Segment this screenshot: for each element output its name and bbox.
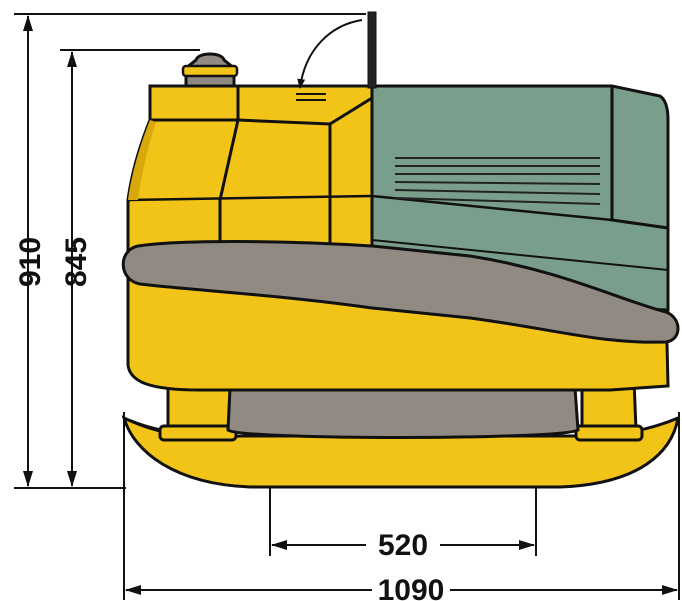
- engine-cover-line: [371, 194, 613, 222]
- dim-1090-label: 1090: [378, 574, 445, 601]
- fuel-cap-base: [181, 64, 239, 78]
- dim-845-label: 845: [60, 237, 93, 287]
- right-foot-pad: [574, 424, 644, 442]
- engine-cover-lower-line: [371, 239, 669, 271]
- upper-body-seam-5: [127, 194, 373, 202]
- lever-swing-arc: [297, 19, 363, 89]
- rubber-guard: [121, 240, 680, 344]
- lever-marks: [296, 93, 326, 101]
- upper-body-seam-2: [218, 119, 240, 255]
- dim-520-label: 520: [378, 529, 428, 562]
- control-lever: [367, 11, 377, 89]
- upper-body-front-shadow: [128, 120, 156, 200]
- upper-body: [126, 84, 374, 257]
- vent-grille: [394, 157, 601, 205]
- exciter-housing: [226, 386, 580, 439]
- left-foot-pad: [158, 424, 238, 442]
- dim-910-label: 910: [14, 237, 47, 287]
